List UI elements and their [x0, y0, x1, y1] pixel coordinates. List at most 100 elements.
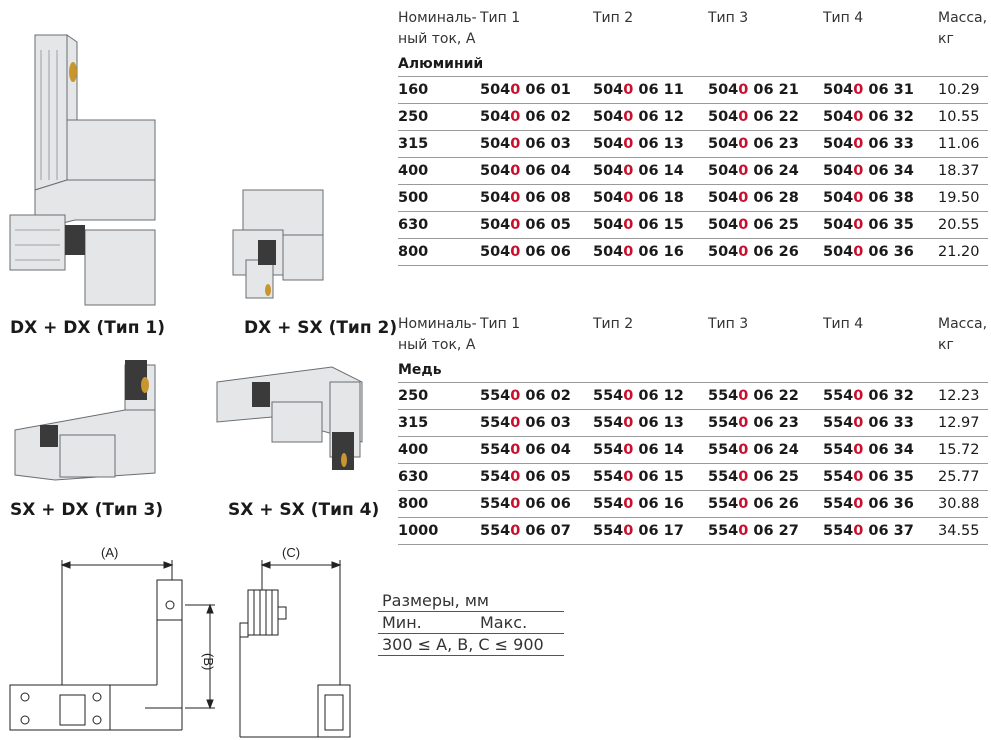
rated-current: 400: [398, 442, 429, 458]
label-a: (A): [101, 545, 118, 560]
header-current-2: ный ток, А: [398, 337, 476, 353]
mass: 34.55: [938, 523, 980, 539]
article-code-t2: 5040 06 15: [593, 217, 684, 233]
article-code-t3: 5040 06 28: [708, 190, 799, 206]
article-code-t1: 5040 06 05: [480, 217, 571, 233]
article-code-t4: 5040 06 32: [823, 109, 914, 125]
rated-current: 250: [398, 388, 429, 404]
article-code-t3: 5540 06 27: [708, 523, 799, 539]
article-code-t4: 5040 06 38: [823, 190, 914, 206]
mass: 10.55: [938, 109, 980, 125]
table-row: 630 5040 06 05 5040 06 15 5040 06 25 5040 06…: [398, 212, 988, 239]
article-code-t3: 5040 06 24: [708, 163, 799, 179]
article-code-t1: 5040 06 03: [480, 136, 571, 152]
article-code-t4: 5040 06 33: [823, 136, 914, 152]
article-code-t1: 5540 06 06: [480, 496, 571, 512]
article-code-t2: 5040 06 14: [593, 163, 684, 179]
rated-current: 630: [398, 469, 429, 485]
rated-current: 250: [398, 109, 429, 125]
article-code-t3: 5040 06 26: [708, 244, 799, 260]
article-code-t3: 5040 06 25: [708, 217, 799, 233]
article-code-t1: 5040 06 06: [480, 244, 571, 260]
mass: 20.55: [938, 217, 980, 233]
article-code-t2: 5040 06 11: [593, 82, 684, 98]
article-code-t1: 5040 06 04: [480, 163, 571, 179]
article-code-t2: 5540 06 15: [593, 469, 684, 485]
dimension-drawing-c: (C): [239, 545, 351, 738]
table-row: 1000 5540 06 07 5540 06 17 5540 06 27 5540 0…: [398, 518, 988, 545]
caption-type1: DX + DX (Тип 1): [10, 318, 165, 338]
header-current-2: ный ток, А: [398, 31, 476, 47]
caption-type2: DX + SX (Тип 2): [244, 318, 398, 338]
article-code-t1: 5540 06 05: [480, 469, 571, 485]
table-header: Номиналь- ный ток, А Тип 1 Тип 2 Тип 3 Т…: [398, 4, 988, 52]
article-code-t1: 5540 06 03: [480, 415, 571, 431]
illustration-dx-sx: [232, 189, 324, 299]
group-title-aluminium: Алюминий: [398, 52, 988, 77]
article-code-t2: 5540 06 13: [593, 415, 684, 431]
header-type1: Тип 1: [480, 10, 521, 26]
article-code-t1: 5540 06 07: [480, 523, 571, 539]
mass: 30.88: [938, 496, 980, 512]
article-code-t1: 5040 06 08: [480, 190, 571, 206]
mass: 11.06: [938, 136, 980, 152]
dimensions-table: Размеры, мм Мин. Макс. 300 ≤ A, B, C ≤ 9…: [378, 590, 564, 656]
header-mass-1: Масса,: [938, 10, 988, 26]
article-code-t4: 5040 06 35: [823, 217, 914, 233]
article-code-t3: 5540 06 22: [708, 388, 799, 404]
rated-current: 400: [398, 163, 429, 179]
header-type3: Тип 3: [708, 316, 749, 332]
article-code-t3: 5540 06 24: [708, 442, 799, 458]
label-c: (C): [282, 545, 300, 560]
article-code-t4: 5540 06 35: [823, 469, 914, 485]
article-code-t3: 5040 06 21: [708, 82, 799, 98]
article-code-t1: 5040 06 01: [480, 82, 571, 98]
table-row: 250 5540 06 02 5540 06 12 5540 06 22 5540 06…: [398, 383, 988, 410]
article-code-t3: 5040 06 23: [708, 136, 799, 152]
article-code-t2: 5540 06 16: [593, 496, 684, 512]
rated-current: 160: [398, 82, 429, 98]
article-code-t4: 5540 06 37: [823, 523, 914, 539]
header-type4: Тип 4: [823, 10, 864, 26]
illustration-dx-dx: [9, 34, 156, 306]
article-code-t2: 5040 06 18: [593, 190, 684, 206]
article-code-t3: 5540 06 23: [708, 415, 799, 431]
aluminium-rows: 160 5040 06 01 5040 06 11 5040 06 21 5040 06…: [398, 77, 988, 266]
article-code-t4: 5540 06 32: [823, 388, 914, 404]
article-code-t1: 5540 06 02: [480, 388, 571, 404]
rated-current: 1000: [398, 523, 439, 539]
mass: 10.29: [938, 82, 980, 98]
caption-type4: SX + SX (Тип 4): [228, 500, 380, 520]
article-code-t2: 5540 06 17: [593, 523, 684, 539]
table-row: 315 5040 06 03 5040 06 13 5040 06 23 5040 06…: [398, 131, 988, 158]
article-code-t1: 5540 06 04: [480, 442, 571, 458]
header-current-1: Номиналь-: [398, 10, 477, 26]
mass: 18.37: [938, 163, 980, 179]
article-code-t2: 5040 06 13: [593, 136, 684, 152]
header-mass-1: Масса,: [938, 316, 988, 332]
article-code-t2: 5540 06 12: [593, 388, 684, 404]
aluminium-table: Номиналь- ный ток, А Тип 1 Тип 2 Тип 3 Т…: [398, 4, 988, 266]
article-code-t4: 5040 06 31: [823, 82, 914, 98]
header-type3: Тип 3: [708, 10, 749, 26]
article-code-t4: 5540 06 36: [823, 496, 914, 512]
mass: 21.20: [938, 244, 980, 260]
article-code-t3: 5540 06 25: [708, 469, 799, 485]
label-b: (B): [201, 653, 216, 670]
copper-rows: 250 5540 06 02 5540 06 12 5540 06 22 5540 06…: [398, 383, 988, 545]
caption-type3: SX + DX (Тип 3): [10, 500, 164, 520]
rated-current: 315: [398, 136, 429, 152]
rated-current: 630: [398, 217, 429, 233]
article-code-t1: 5040 06 02: [480, 109, 571, 125]
article-code-t2: 5540 06 14: [593, 442, 684, 458]
table-row: 630 5540 06 05 5540 06 15 5540 06 25 5540 06…: [398, 464, 988, 491]
rated-current: 315: [398, 415, 429, 431]
dimensions-minmax: Мин. Макс.: [378, 612, 564, 634]
